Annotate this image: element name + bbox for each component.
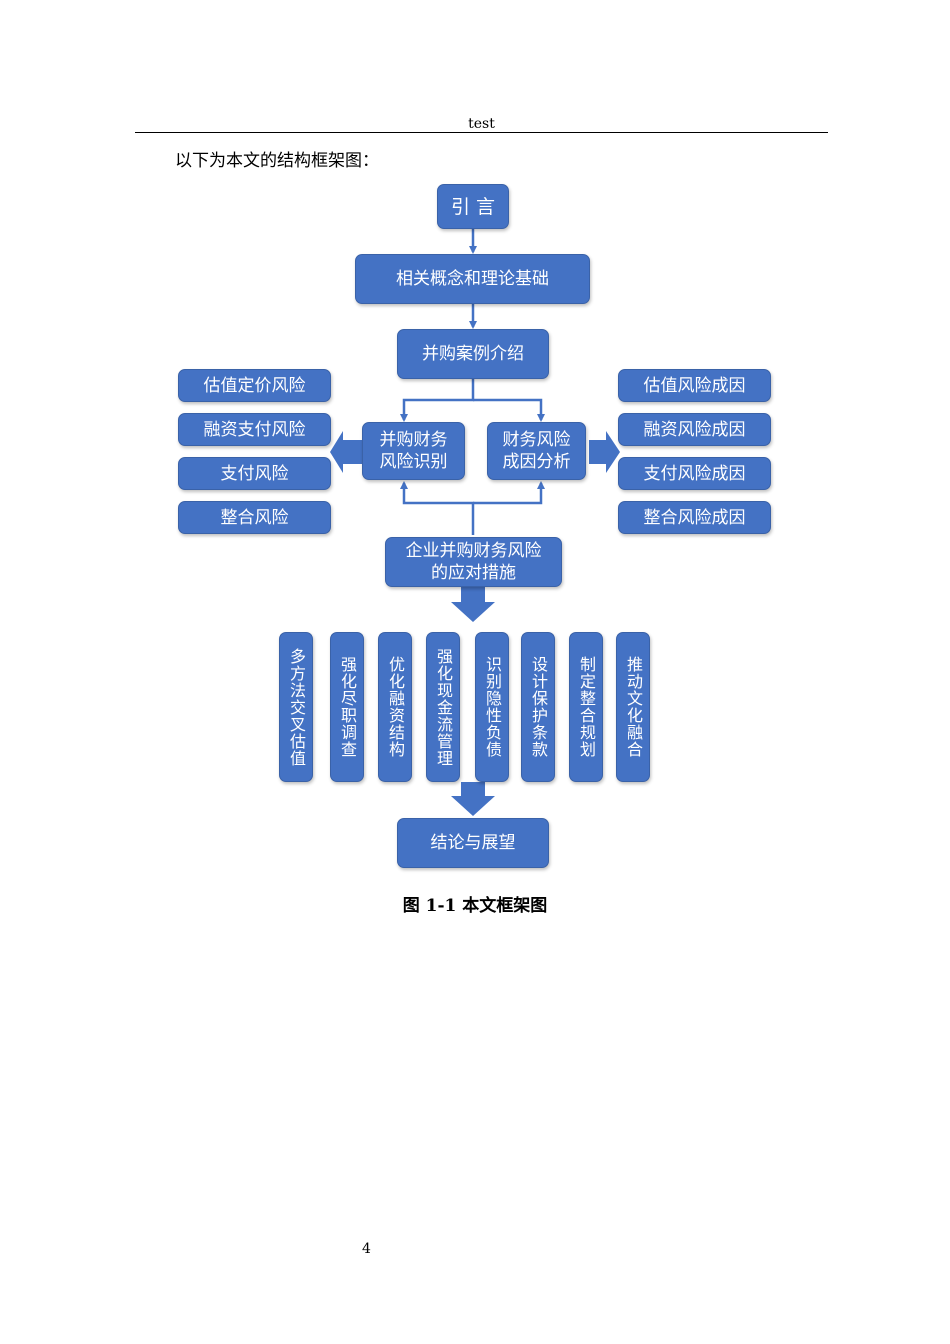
concepts-box: 相关概念和理论基础 <box>355 254 590 304</box>
measures-box: 企业并购财务风险 的应对措施 <box>385 537 562 587</box>
arrow-measures-to-cause <box>473 481 545 505</box>
measure-item: 设计保护条款 <box>521 632 555 782</box>
measure-item: 制定整合规划 <box>569 632 603 782</box>
arrow-measures-to-identify <box>400 481 475 535</box>
case-box: 并购案例介绍 <box>397 329 549 379</box>
arrow-case-to-cause <box>473 398 545 422</box>
right-cause-item: 估值风险成因 <box>618 369 771 402</box>
measure-item: 推动文化融合 <box>616 632 650 782</box>
intro-paragraph: 以下为本文的结构框架图： <box>175 151 379 171</box>
left-risk-item: 支付风险 <box>178 457 331 490</box>
left-risk-item: 整合风险 <box>178 501 331 534</box>
left-risk-item: 融资支付风险 <box>178 413 331 446</box>
left-risk-item: 估值定价风险 <box>178 369 331 402</box>
measure-item: 识别隐性负债 <box>475 632 509 782</box>
intro-box: 引 言 <box>437 184 509 229</box>
block-arrow-down-conclusion <box>451 782 495 816</box>
right-cause-item: 融资风险成因 <box>618 413 771 446</box>
measure-item: 多方法交叉估值 <box>279 632 313 782</box>
measure-item: 强化现金流管理 <box>426 632 460 782</box>
conclusion-box: 结论与展望 <box>397 818 549 868</box>
right-cause-item: 整合风险成因 <box>618 501 771 534</box>
page-number: 4 <box>362 1241 371 1257</box>
measure-item: 强化尽职调查 <box>330 632 364 782</box>
arrow-case-to-identify <box>400 379 475 422</box>
cause-box: 财务风险 成因分析 <box>487 422 586 480</box>
block-arrow-left <box>330 431 362 473</box>
header-rule <box>135 132 828 133</box>
block-arrow-right <box>589 431 620 473</box>
right-cause-item: 支付风险成因 <box>618 457 771 490</box>
identify-box: 并购财务 风险识别 <box>362 422 465 480</box>
running-header: test <box>468 116 495 132</box>
block-arrow-down-measures <box>451 587 495 622</box>
figure-caption: 图 1-1 本文框架图 <box>402 896 548 916</box>
measure-item: 优化融资结构 <box>378 632 412 782</box>
